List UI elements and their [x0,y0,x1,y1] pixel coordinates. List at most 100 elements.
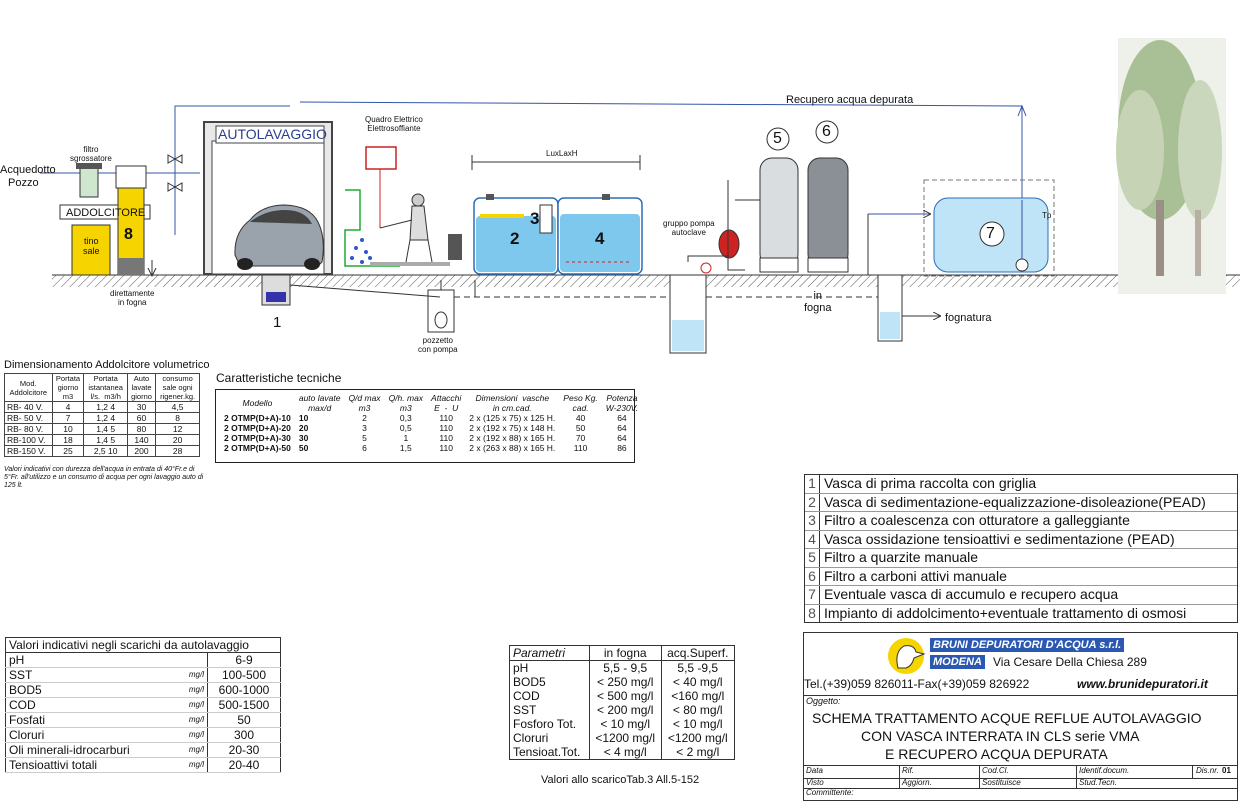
tech-header: Q/h. max m3 [388,393,424,413]
tech-cell: 110 [573,443,588,453]
control-panel [365,146,397,170]
label-pozzo: Pozzo [8,177,39,189]
legend-text: Impianto di addolcimento+eventuale tratt… [824,604,1187,621]
legend-number: 7 [805,586,820,604]
tech-cell: 70 [575,433,586,443]
field-visto: Visto [806,778,824,787]
number-6-circle [815,120,839,144]
label-acquedotto: Acquedotto [0,164,56,176]
softener-cell: RB- 80 V. [4,423,53,435]
softener-cell: 12 [155,423,200,435]
pelican-logo-icon [888,638,926,674]
legend-text: Filtro a quarzite manuale [824,549,979,565]
softener-head [115,165,147,189]
softener-cell: RB- 40 V. [4,401,53,413]
tech-cell: 3 [362,423,367,433]
tech-cell: 64 [617,433,627,443]
legend-number: 2 [805,493,820,511]
params-cell: Fosforo Tot. [513,717,577,731]
tech-cell: 110 [439,443,453,453]
tech-cell: 2 x (192 x 75) x 148 H. [469,423,556,433]
company-contacts: Tel.(+39)059 826011-Fax(+39)059 826922 [804,677,1030,691]
softener-header: Portata istantanea l/s. m3/h [83,373,128,402]
softener-cell: RB-150 V. [4,445,53,457]
filter-head-icon [76,163,102,169]
softener-header: Portata giorno m3 [51,373,85,402]
tech-cell: 2 [362,413,367,423]
params-cell: 5,5 -9,5 [660,660,735,675]
number-5: 5 [773,130,782,147]
table-row: Cloruri<1200 mg/l<1200 mg/l [510,731,735,745]
softener-cell: 1,4 5 [83,434,128,446]
discharge-table: Valori indicativi negli scarichi da auto… [5,637,281,773]
number-8: 8 [124,226,133,243]
spray-icon [350,238,372,264]
params-header: Parametri [509,645,590,661]
label-recupero: Recupero acqua depurata [786,94,914,106]
params-cell: < 40 mg/l [660,675,735,689]
discharge-unit [177,652,208,668]
softener-cell: 1,2 4 [83,401,128,413]
params-cell: <1200 mg/l [588,731,662,745]
softener-cell: 1,2 4 [83,412,128,424]
company-website: www.brunidepuratori.it [1077,677,1208,691]
subject-line-2: CON VASCA INTERRATA IN CLS serie VMA [861,728,1140,744]
tech-cell: 2 x (192 x 88) x 165 H. [469,433,556,443]
ground-hatch [52,275,1240,287]
discharge-name: SST [5,667,177,683]
tech-cell: 0,3 [399,413,412,423]
tech-cell: 6 [362,443,367,453]
field-identif: Identif.docum. [1079,766,1130,775]
brine-tank [71,224,111,276]
discharge-name: pH [5,652,177,668]
params-cell: BOD5 [513,675,546,689]
discharge-name: Oli minerali-idrocarburi [5,742,177,758]
tech-cell: 30 [298,433,309,443]
accumulo-frame [923,179,1055,277]
label-quadro: Quadro Elettrico Elettrosoffiante [365,115,423,133]
table-row: COD< 500 mg/l<160 mg/l [510,689,735,703]
softener-header: Auto lavate giorno [126,373,157,402]
oggetto-label: Oggetto: [806,696,841,706]
tree-icon [1116,40,1222,276]
field-stud: Stud.Tecn. [1079,778,1117,787]
softener-cell: 4 [51,401,85,413]
table-row: Fosforo Tot.< 10 mg/l< 10 mg/l [510,717,735,731]
softener-cell: 10 [51,423,85,435]
tech-cell: 10 [298,413,309,423]
field-sostituisce: Sostituisce [982,778,1021,787]
tech-header: Potenza W-230V. [605,393,639,413]
tech-cell: 50 [298,443,309,453]
legend-text: Vasca di prima raccolta con griglia [824,475,1037,491]
tech-cell: 1,5 [399,443,412,453]
params-header: acq.Superf. [660,645,735,661]
field-aggiorn: Aggiorn. [902,778,932,787]
company-city: MODENA [930,655,985,670]
carwash-title: AUTOLAVAGGIO [218,126,327,142]
discharge-name: Fosfati [5,712,177,728]
params-cell: <160 mg/l [660,689,735,703]
params-cell: < 80 mg/l [660,703,735,717]
tech-cell: 110 [439,423,453,433]
tech-cell: 2 OTMP(D+A)-10 [224,413,291,423]
filter-3 [539,204,553,234]
label-direttamente: direttamente in fogna [110,289,155,307]
number-7: 7 [986,225,995,242]
discharge-value: 20-40 [207,757,281,773]
discharge-unit: mg/l [177,667,208,683]
params-header: in fogna [588,645,662,661]
subject-line-3: E RECUPERO ACQUA DEPURATA [885,746,1108,762]
legend-number: 3 [805,512,820,530]
softener-header: consumo sale ogni rigener.kg. [155,373,200,402]
tech-header: auto lavate max/d [298,393,341,413]
discharge-value: 500-1500 [207,697,281,713]
softener-cell: RB-100 V. [4,434,53,446]
params-cell: SST [513,703,537,717]
field-committente: Committente: [806,788,854,797]
